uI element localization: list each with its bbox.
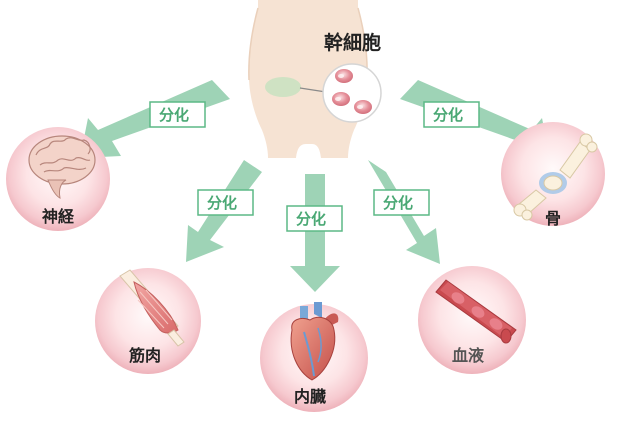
- differentiation-badge-heart: 分化: [286, 205, 343, 232]
- pointer-line: [299, 87, 327, 93]
- bone-joint-icon: [513, 133, 598, 221]
- nerve-label: 神経: [42, 207, 75, 226]
- blood-node: 血液: [418, 266, 526, 374]
- arrow-to-heart: [290, 174, 340, 292]
- nerve-node: 神経: [6, 127, 110, 231]
- differentiation-badge-bone: 分化: [423, 101, 480, 128]
- brain-icon: [28, 135, 96, 199]
- differentiation-label: 分化: [433, 106, 463, 124]
- heart-label: 内臓: [294, 387, 326, 406]
- differentiation-label: 分化: [159, 106, 189, 124]
- differentiation-label: 分化: [207, 194, 237, 212]
- differentiation-label: 分化: [296, 210, 326, 228]
- differentiation-badge-muscle: 分化: [197, 189, 254, 216]
- muscle-label: 筋肉: [128, 346, 161, 365]
- stem-cell-title: 幹細胞: [324, 31, 381, 54]
- blood-label: 血液: [452, 346, 485, 365]
- muscle-node: 筋肉: [95, 268, 201, 374]
- bone-node: 骨: [501, 122, 605, 228]
- differentiation-badge-blood: 分化: [373, 189, 430, 216]
- stem-cell-circle: [322, 63, 382, 123]
- blood-vessel-icon: [435, 279, 517, 344]
- muscle-icon: [119, 269, 185, 347]
- stem-cell-source-highlight: [265, 77, 301, 97]
- bone-label: 骨: [545, 209, 561, 228]
- differentiation-badge-nerve: 分化: [149, 101, 206, 128]
- heart-node: 内臓: [260, 302, 368, 412]
- differentiation-label: 分化: [383, 194, 413, 212]
- heart-icon: [290, 302, 339, 381]
